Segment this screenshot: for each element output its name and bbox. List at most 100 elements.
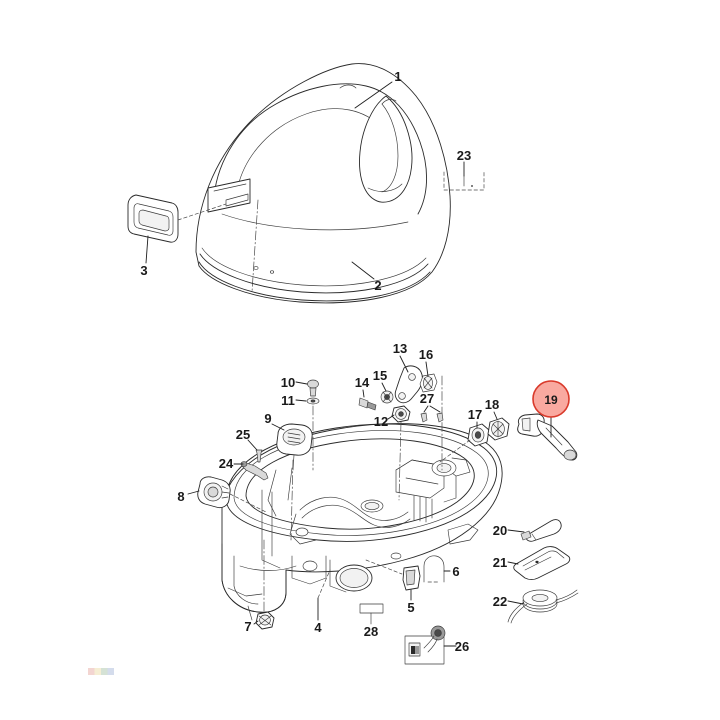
coil-22-lead-a2 xyxy=(510,603,528,624)
bushing-15-ribs xyxy=(382,391,392,403)
pan-stud-7 xyxy=(247,605,253,621)
leader-1 xyxy=(354,81,393,109)
leader-8 xyxy=(187,490,200,495)
callout-label-1: 1 xyxy=(394,69,401,84)
callout-label-19[interactable]: 19 xyxy=(544,393,558,407)
cowling-scoop-inner xyxy=(381,103,399,193)
part-18-bushing xyxy=(487,417,510,441)
part-15-bushing xyxy=(380,390,394,404)
part-14-bolt xyxy=(358,397,377,411)
bushing-18-ribs xyxy=(492,420,504,438)
latch-19-tip xyxy=(563,449,577,461)
part-13-hook-plate xyxy=(394,365,423,404)
callout-label-20: 20 xyxy=(493,523,507,538)
cowling-upper-notch xyxy=(381,98,397,105)
pan-block-edge-1 xyxy=(395,459,413,471)
pan-mount-center xyxy=(291,555,327,585)
leader-lines-lower xyxy=(187,355,552,647)
callout-label-15: 15 xyxy=(373,368,387,383)
part-20-sealant-tube xyxy=(520,519,562,542)
highlight-circle[interactable] xyxy=(532,380,570,418)
pan-block-line xyxy=(405,477,439,485)
part-27-clips xyxy=(420,412,444,423)
leader-5-dashed xyxy=(365,559,403,575)
bracket-23-dot xyxy=(471,185,473,187)
callout-label-23: 23 xyxy=(457,148,471,163)
part-25-pin xyxy=(255,449,263,463)
screw-10-head xyxy=(307,379,319,389)
part-17-grommet xyxy=(467,423,490,447)
pan-rim-mid xyxy=(233,430,489,536)
cowling-face-hole-1 xyxy=(253,266,259,270)
packet-21-dot xyxy=(535,560,539,564)
callout-label-18: 18 xyxy=(485,397,499,412)
rod-24-body xyxy=(241,461,269,481)
tube-20-body xyxy=(525,519,562,542)
cowling-front-crease xyxy=(251,199,259,293)
callout-label-5: 5 xyxy=(407,600,414,615)
pin-25-body xyxy=(255,449,263,463)
pan-rib-left-1 xyxy=(267,469,277,517)
part-10-screw xyxy=(307,379,319,397)
pan-wall-left xyxy=(261,489,281,569)
pan-hinge-bore xyxy=(436,463,452,473)
callout-label-24: 24 xyxy=(219,456,234,471)
callout-label-7: 7 xyxy=(244,619,251,634)
pan-hole-left xyxy=(295,527,309,537)
callout-label-21: 21 xyxy=(493,555,507,570)
cap-9-grip-lines xyxy=(287,432,301,444)
leader-11 xyxy=(295,399,307,402)
cowling-shoulder-line xyxy=(221,213,409,231)
leader-9 xyxy=(271,423,285,431)
leader-13 xyxy=(399,355,409,373)
part-5-clamp xyxy=(402,565,421,591)
highlight-marker-19[interactable] xyxy=(532,380,570,418)
coil-22-hole xyxy=(531,594,549,602)
callout-label-8: 8 xyxy=(177,489,184,504)
callout-label-13: 13 xyxy=(393,341,407,356)
bottom-cowling-group xyxy=(197,365,578,630)
bolt-14-shank xyxy=(366,401,377,411)
coil-22-lead-b xyxy=(555,589,578,601)
leader-10 xyxy=(295,381,308,385)
grommet-8-ribs xyxy=(221,485,230,499)
leader-25 xyxy=(247,439,258,451)
part-9-connector-cap xyxy=(276,423,313,471)
centerline-9 xyxy=(290,459,294,541)
leader-4-dashed xyxy=(317,569,331,599)
leader-15 xyxy=(381,382,387,392)
packet-21-fold xyxy=(522,550,565,567)
leader-21 xyxy=(507,561,519,565)
leader-20 xyxy=(507,529,525,533)
leader-12 xyxy=(387,414,395,420)
callout-label-6: 6 xyxy=(452,564,459,579)
pan-hinge-plate xyxy=(451,457,471,477)
grommet-3-bore xyxy=(138,209,170,232)
grommet-17-hole xyxy=(474,431,482,439)
cowling-face-hole-2 xyxy=(269,270,275,274)
coil-22-lead-b2 xyxy=(555,592,579,604)
nut-7-ribs xyxy=(258,615,272,626)
leader-27b xyxy=(429,405,441,413)
leader-3 xyxy=(145,235,149,264)
part-24-rod xyxy=(240,461,269,481)
grommet-8-bore xyxy=(207,486,219,498)
bolt-14-head xyxy=(358,397,369,409)
callout-label-10: 10 xyxy=(281,375,295,390)
pan-hole-center-inner xyxy=(364,502,380,510)
label-28-body xyxy=(359,603,384,614)
pan-right-hole xyxy=(390,552,402,560)
cowling-dome-crease xyxy=(213,83,428,215)
callout-label-22: 22 xyxy=(493,594,507,609)
screw-10-shank xyxy=(309,387,317,397)
leader-18 xyxy=(493,411,498,420)
cowling-rim-outer xyxy=(198,261,431,302)
cowling-vent-slat-1 xyxy=(213,183,247,192)
latch-19-head-face xyxy=(521,417,531,432)
pan-foot-left xyxy=(227,587,263,597)
cowling-front-vent xyxy=(207,178,251,213)
callout-label-3: 3 xyxy=(140,263,147,278)
